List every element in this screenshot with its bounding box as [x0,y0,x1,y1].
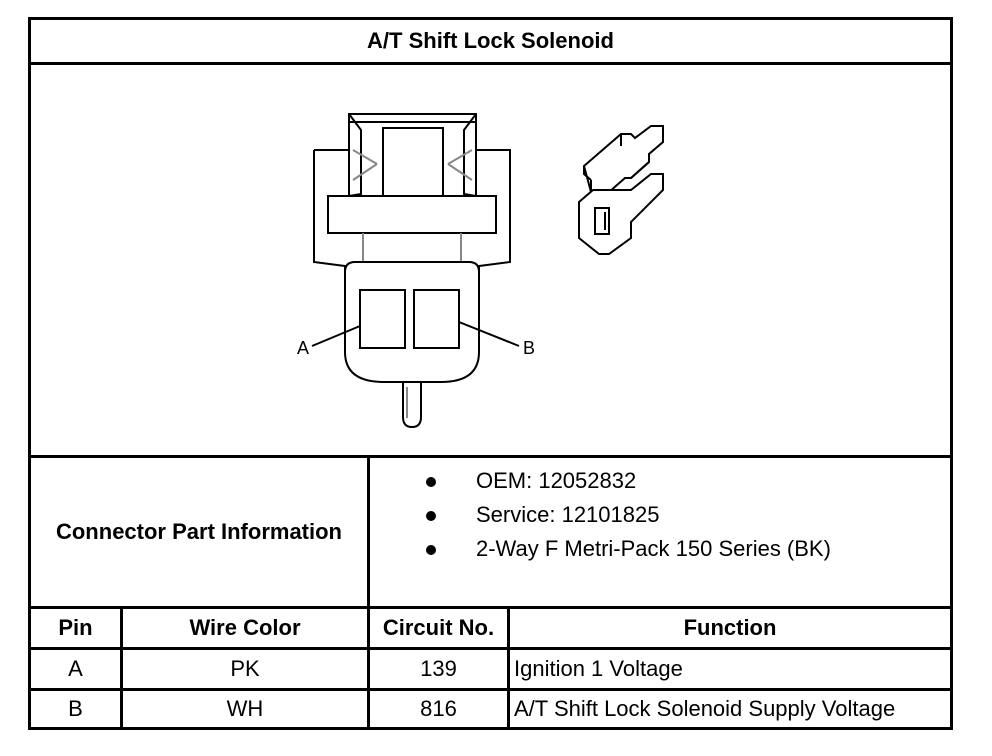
table-cell: PK [230,656,260,681]
bullet-icon [426,477,436,487]
table-cell: 139 [420,656,457,681]
divider [367,455,370,606]
bullet-icon [426,545,436,555]
column-header-pin: Pin [58,615,93,640]
connector-face-view: A B [297,113,664,429]
divider [31,455,950,458]
divider [507,606,510,727]
connector-info-label: Connector Part Information [55,519,342,544]
table-cell: 816 [420,696,457,721]
divider [31,62,950,65]
divider [367,606,370,727]
pin-label-a: A [297,338,309,358]
table-cell: A [68,656,83,681]
connector-diagram: A B [31,62,950,455]
page-title: A/T Shift Lock Solenoid [367,28,614,53]
table-cell: A/T Shift Lock Solenoid Supply Voltage [514,696,896,721]
table-cell: B [68,696,83,721]
divider [120,606,123,727]
column-header-circuit: Circuit No. [382,615,495,640]
divider [31,606,950,609]
bullet-icon [426,511,436,521]
table-cell: WH [226,696,264,721]
column-header-function: Function [683,615,777,640]
connector-info-list: OEM: 12052832 Service: 12101825 2-Way F … [371,458,949,606]
table-cell: Ignition 1 Voltage [514,656,683,681]
divider [31,688,950,691]
pin-label-b: B [523,338,535,358]
divider [31,647,950,650]
connector-card: A/T Shift Lock Solenoid [28,17,953,730]
column-header-wire-color: Wire Color [189,615,301,640]
